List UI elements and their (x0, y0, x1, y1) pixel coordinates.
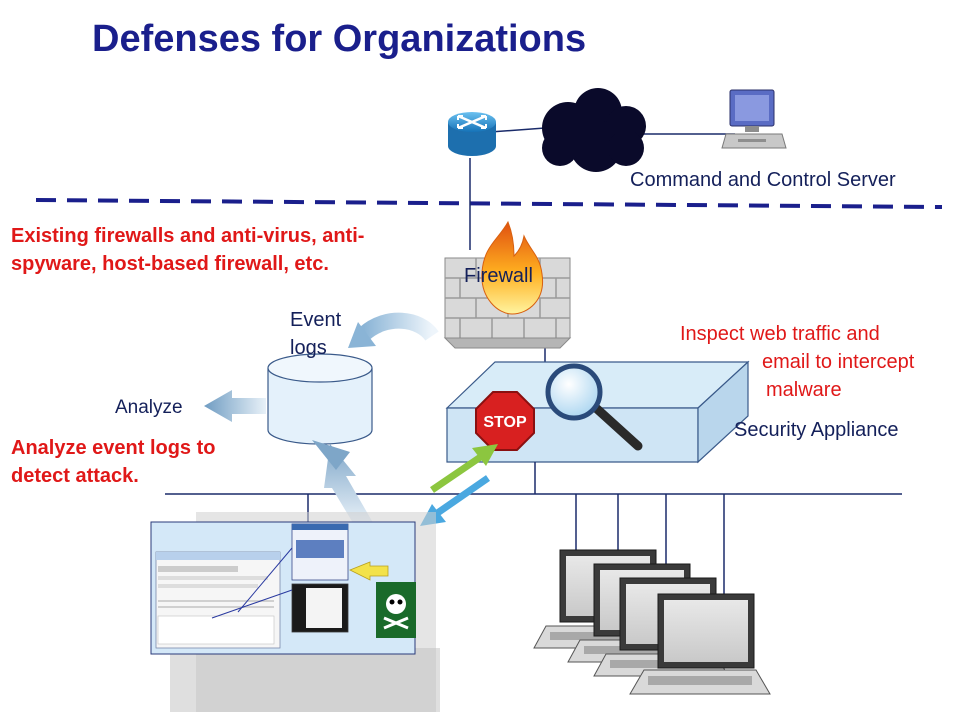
stop-sign-label: STOP (483, 414, 527, 431)
internet-cloud-icon (542, 88, 646, 172)
existing-defenses-line2: spyware, host-based firewall, etc. (11, 253, 329, 275)
router-icon (448, 112, 496, 156)
server-computer-icon (721, 89, 787, 149)
page-title: Defenses for Organizations (92, 18, 587, 60)
c2-server-label: Command and Control Server (630, 169, 896, 191)
analyze-label: Analyze (115, 397, 183, 418)
outbound-traffic-arrow (430, 444, 498, 493)
analyze-arrow (204, 390, 266, 422)
event-logs-label-line2: logs (290, 337, 327, 359)
log-feed-curved-arrow (348, 312, 439, 348)
perimeter-dashed-line (35, 198, 943, 209)
existing-defenses-line1: Existing firewalls and anti-virus, anti- (11, 225, 365, 247)
inspect-line3: malware (766, 379, 842, 401)
workstation-to-logs-arrow (312, 440, 376, 528)
magnifier-icon (545, 363, 643, 451)
event-logs-label-line1: Event (290, 309, 342, 331)
firewall-icon (443, 220, 572, 349)
stop-sign-icon: STOP (475, 391, 535, 451)
inspect-line1: Inspect web traffic and (680, 323, 880, 345)
security-appliance-label: Security Appliance (734, 419, 899, 441)
laptop-4-icon (629, 593, 771, 695)
workstation-screenshot (150, 512, 440, 712)
analyze-logs-line1: Analyze event logs to (11, 437, 216, 459)
analyze-logs-line2: detect attack. (11, 465, 139, 487)
firewall-label: Firewall (464, 265, 533, 287)
router-cloud-link (489, 127, 546, 133)
inspect-line2: email to intercept (762, 351, 915, 373)
event-log-database-icon (267, 353, 373, 445)
